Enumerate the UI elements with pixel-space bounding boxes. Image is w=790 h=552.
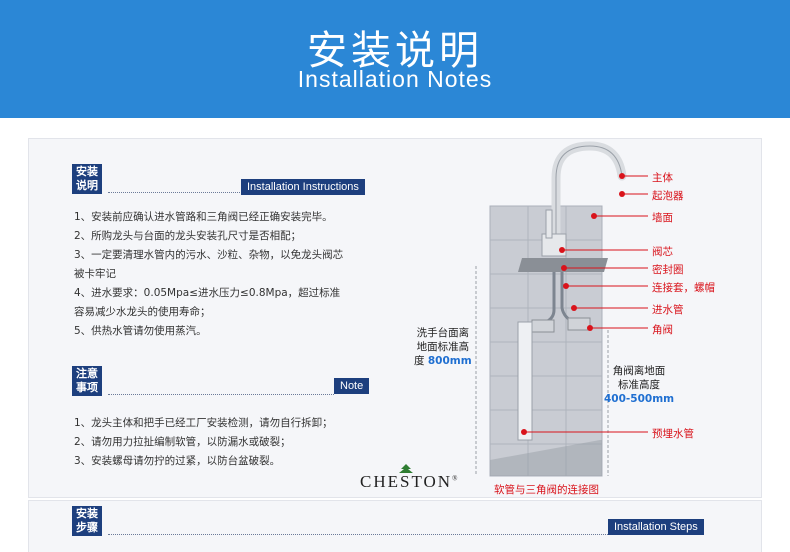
brand-name: CHESTON (360, 472, 453, 491)
list-item: 5、供热水管请勿使用蒸汽。 (74, 325, 207, 337)
counter-height-line2: 地面标准高 (416, 341, 470, 353)
instructions-badge: 安装说明 (72, 164, 102, 194)
notes-tag: Note (334, 378, 370, 394)
list-item: 2、所购龙头与台面的龙头安装孔尺寸是否相配； (74, 230, 302, 242)
angle-valve-right (567, 317, 591, 331)
page-title: 安装说明 (307, 28, 483, 74)
valve-height-note: 角阀离地面 标准高度 400-500mm (604, 364, 674, 406)
brand-logo: CHESTON® (360, 472, 459, 492)
steps-tag: Installation Steps (608, 519, 704, 535)
instructions-list: 1、安装前应确认进水管路和三角阀已经正确安装完毕。 2、所购龙头与台面的龙头安装… (74, 208, 343, 341)
header-banner: 安装说明 Installation Notes (0, 0, 790, 118)
instructions-divider (108, 192, 242, 193)
list-item: 3、安装螺母请勿拧的过紧，以防台盆破裂。 (74, 455, 281, 467)
notes-list: 1、龙头主体和把手已经工厂安装检测，请勿自行拆卸； 2、请勿用力拉扯编制软管，以… (74, 414, 333, 471)
list-item: 容易减少水龙头的使用寿命； (74, 306, 211, 318)
notes-divider (108, 394, 334, 395)
label-seal: 密封圈 (652, 264, 684, 276)
counter-height-note: 洗手台面离 地面标准高 度 800mm (414, 326, 472, 368)
label-valve-core: 阀芯 (652, 246, 673, 258)
counter-height-line3: 度 (414, 355, 425, 367)
list-item: 2、请勿用力拉扯编制软管，以防漏水或破裂； (74, 436, 291, 448)
steps-divider (108, 534, 608, 535)
steps-badge: 安装步骤 (72, 506, 102, 536)
instructions-tag: Installation Instructions (241, 179, 365, 195)
wall-tiles (489, 205, 603, 477)
label-aerator: 起泡器 (652, 190, 684, 202)
counter-height-line1: 洗手台面离 (416, 327, 470, 339)
tree-logo-icon (399, 464, 413, 473)
angle-valve-left (531, 319, 555, 333)
diagram-caption: 软管与三角阀的连接图 (494, 484, 599, 496)
steps-badge-text: 安装步骤 (76, 507, 98, 534)
page-subtitle: Installation Notes (297, 66, 493, 92)
faucet-handle (545, 209, 553, 239)
label-inlet-pipe: 进水管 (652, 304, 684, 316)
instruction-card (28, 138, 762, 498)
valve-height-line2: 标准高度 (618, 379, 661, 391)
list-item: 被卡牢记 (74, 268, 116, 280)
counter-height-value: 800mm (427, 355, 472, 367)
valve-height-value: 400-500mm (604, 393, 675, 405)
label-angle-valve: 角阀 (652, 324, 673, 336)
faucet-installation-diagram (475, 141, 648, 477)
buried-pipe (517, 321, 533, 441)
instructions-badge-text: 安装说明 (76, 165, 98, 192)
registered-mark: ® (452, 474, 460, 483)
label-buried-pipe: 预埋水管 (652, 428, 694, 440)
list-item: 3、一定要清理水管内的污水、沙粒、杂物，以免龙头阀芯 (74, 249, 344, 261)
valve-height-line1: 角阀离地面 (612, 365, 666, 377)
notes-badge: 注意事项 (72, 366, 102, 396)
list-item: 4、进水要求：0.05Mpa≤进水压力≤0.8Mpa，超过标准 (74, 287, 341, 299)
label-connector: 连接套，螺帽 (652, 282, 715, 294)
notes-badge-text: 注意事项 (76, 367, 98, 394)
label-body: 主体 (652, 172, 673, 184)
label-wall: 墙面 (652, 212, 673, 224)
list-item: 1、安装前应确认进水管路和三角阀已经正确安装完毕。 (74, 211, 333, 223)
list-item: 1、龙头主体和把手已经工厂安装检测，请勿自行拆卸； (74, 417, 333, 429)
